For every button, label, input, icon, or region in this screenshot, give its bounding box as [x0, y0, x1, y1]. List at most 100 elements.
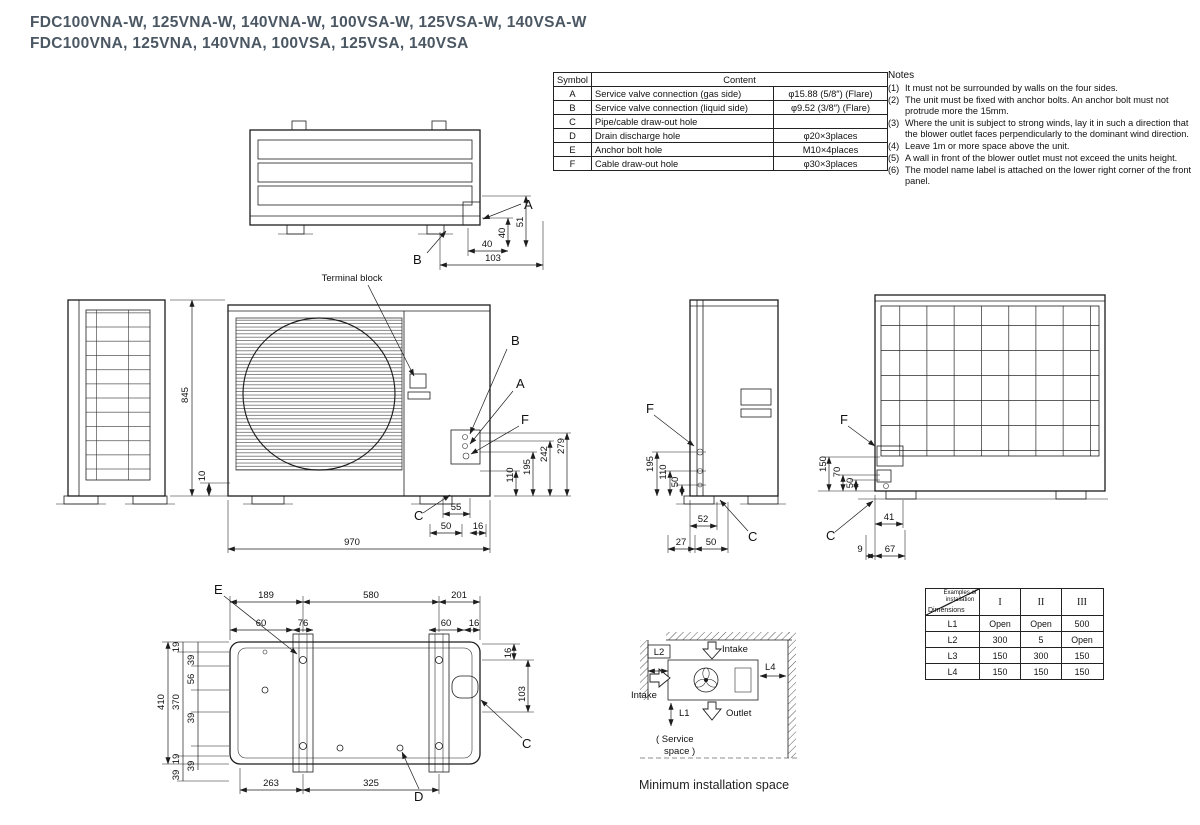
dim-845: 845 — [180, 387, 191, 403]
dim-52: 52 — [698, 514, 709, 525]
symbol-cell: F — [552, 156, 593, 171]
left-side-view-drawing: 845 10 — [56, 299, 230, 505]
table-row: A Service valve connection (gas side) φ1… — [552, 86, 889, 101]
value-cell: φ20×3places — [773, 128, 889, 143]
valve-cover — [450, 429, 481, 465]
callout-d: D — [414, 789, 423, 804]
dim-76: 76 — [298, 618, 309, 629]
unit-outline — [874, 294, 1106, 492]
dim-16b: 16 — [503, 648, 514, 659]
dim-50: 50 — [441, 521, 452, 532]
dim-110: 110 — [658, 464, 669, 479]
callout-c: C — [748, 529, 757, 544]
desc-cell: Service valve connection (liquid side) — [591, 100, 775, 115]
callout-c: C — [522, 736, 531, 751]
note-item: (5) A wall in front of the blower outlet… — [888, 153, 1178, 163]
dim-40-h: 40 — [482, 239, 493, 250]
installation-examples-table: Examples of installation Dimensions I II… — [925, 588, 1104, 680]
dim-60a: 60 — [256, 618, 267, 629]
label-l1: L1 — [679, 708, 690, 719]
label-l4: L4 — [765, 662, 776, 673]
mounting-rail-right — [428, 633, 450, 773]
desc-cell: Service valve connection (gas side) — [591, 86, 775, 101]
dim-16: 16 — [473, 521, 484, 532]
callout-f: F — [646, 401, 654, 416]
title-line-2: FDC100VNA, 125VNA, 140VNA, 100VSA, 125VS… — [30, 35, 469, 52]
base-outline — [229, 641, 481, 765]
col-header-1: I — [979, 589, 1020, 615]
callout-b: B — [511, 333, 520, 348]
col-header-3: III — [1061, 589, 1102, 615]
col-header-2: II — [1020, 589, 1061, 615]
dim-50b: 50 — [706, 537, 717, 548]
label-outlet: Outlet — [726, 708, 752, 719]
dim-242: 242 — [539, 446, 550, 462]
dim-110: 110 — [505, 467, 516, 482]
model-title: FDC100VNA-W, 125VNA-W, 140VNA-W, 100VSA-… — [30, 12, 587, 54]
unit-plan — [667, 659, 759, 701]
label-service-2: space ) — [664, 746, 695, 757]
unit-outline — [227, 304, 491, 497]
unit-outline — [249, 129, 481, 226]
title-line-1: FDC100VNA-W, 125VNA-W, 140VNA-W, 100VSA-… — [30, 14, 587, 31]
dim-279: 279 — [556, 438, 567, 454]
table-header-row: Examples of installation Dimensions I II… — [926, 589, 1103, 615]
dim-263: 263 — [263, 778, 279, 789]
value-cell: φ9.52 (3/8″) (Flare) — [773, 100, 889, 115]
table-row: B Service valve connection (liquid side)… — [552, 100, 889, 115]
desc-cell: Anchor bolt hole — [591, 142, 775, 157]
front-grille — [235, 317, 403, 471]
symbol-header: Symbol — [552, 72, 593, 87]
l2-box — [647, 644, 671, 659]
symbol-cell: B — [552, 100, 593, 115]
table-row: C Pipe/cable draw-out hole — [552, 114, 889, 129]
dim-56: 56 — [186, 674, 197, 685]
left-wall-hatch — [640, 640, 648, 700]
desc-cell: Pipe/cable draw-out hole — [591, 114, 775, 129]
unit-outline — [689, 299, 779, 497]
dim-9: 9 — [857, 544, 862, 555]
label-l2: L2 — [654, 647, 665, 658]
table-row: L2 300 5 Open — [926, 631, 1103, 647]
callout-a: A — [524, 197, 533, 212]
row-label: L1 — [947, 618, 958, 629]
table-row: L4 150 150 150 — [926, 663, 1103, 679]
top-wall-hatch — [666, 632, 792, 640]
dim-19a: 19 — [171, 642, 182, 653]
minimum-installation-space-diagram: L2 L4 L1 Intake Intake Outlet ( Service … — [631, 632, 800, 792]
dim-325: 325 — [363, 778, 379, 789]
row-label: L4 — [947, 666, 958, 677]
callout-f: F — [840, 412, 848, 427]
dim-103: 103 — [485, 253, 501, 264]
side-grille — [85, 309, 151, 481]
desc-cell: Cable draw-out hole — [591, 156, 775, 171]
bottom-view-drawing: E D C 189 580 201 60 76 60 16 — [156, 582, 534, 804]
front-view-drawing: Terminal block B A F 110 195 242 279 — [227, 273, 571, 553]
dim-410: 410 — [156, 694, 167, 710]
dim-50: 50 — [670, 477, 681, 488]
dim-39c: 39 — [186, 761, 197, 772]
dim-189: 189 — [258, 590, 274, 601]
note-item: (4) Leave 1m or more space above the uni… — [888, 141, 1070, 151]
dim-70: 70 — [832, 467, 843, 478]
callout-c: C — [826, 528, 835, 543]
back-view-drawing: F 150 70 50 41 9 67 C — [818, 294, 1108, 560]
callout-c: C — [414, 508, 423, 523]
terminal-block-label: Terminal block — [322, 273, 383, 284]
label-intake-top: Intake — [722, 644, 748, 655]
callout-f: F — [521, 412, 529, 427]
dim-10: 10 — [197, 471, 208, 482]
symbol-table: Symbol Content A Service valve connectio… — [552, 72, 889, 171]
dim-50: 50 — [845, 478, 856, 489]
outlet-grille — [880, 305, 1100, 457]
dim-16a: 16 — [469, 618, 480, 629]
value-cell: φ30×3places — [773, 156, 889, 171]
note-item: (2) The unit must be fixed with anchor b… — [888, 95, 1169, 116]
dim-201: 201 — [451, 590, 467, 601]
corner-cell: Examples of installation Dimensions — [926, 589, 979, 615]
value-cell: φ15.88 (5/8″) (Flare) — [773, 86, 889, 101]
min-space-caption: Minimum installation space — [639, 778, 789, 792]
note-item: (1) It must not be surrounded by walls o… — [888, 83, 1118, 93]
